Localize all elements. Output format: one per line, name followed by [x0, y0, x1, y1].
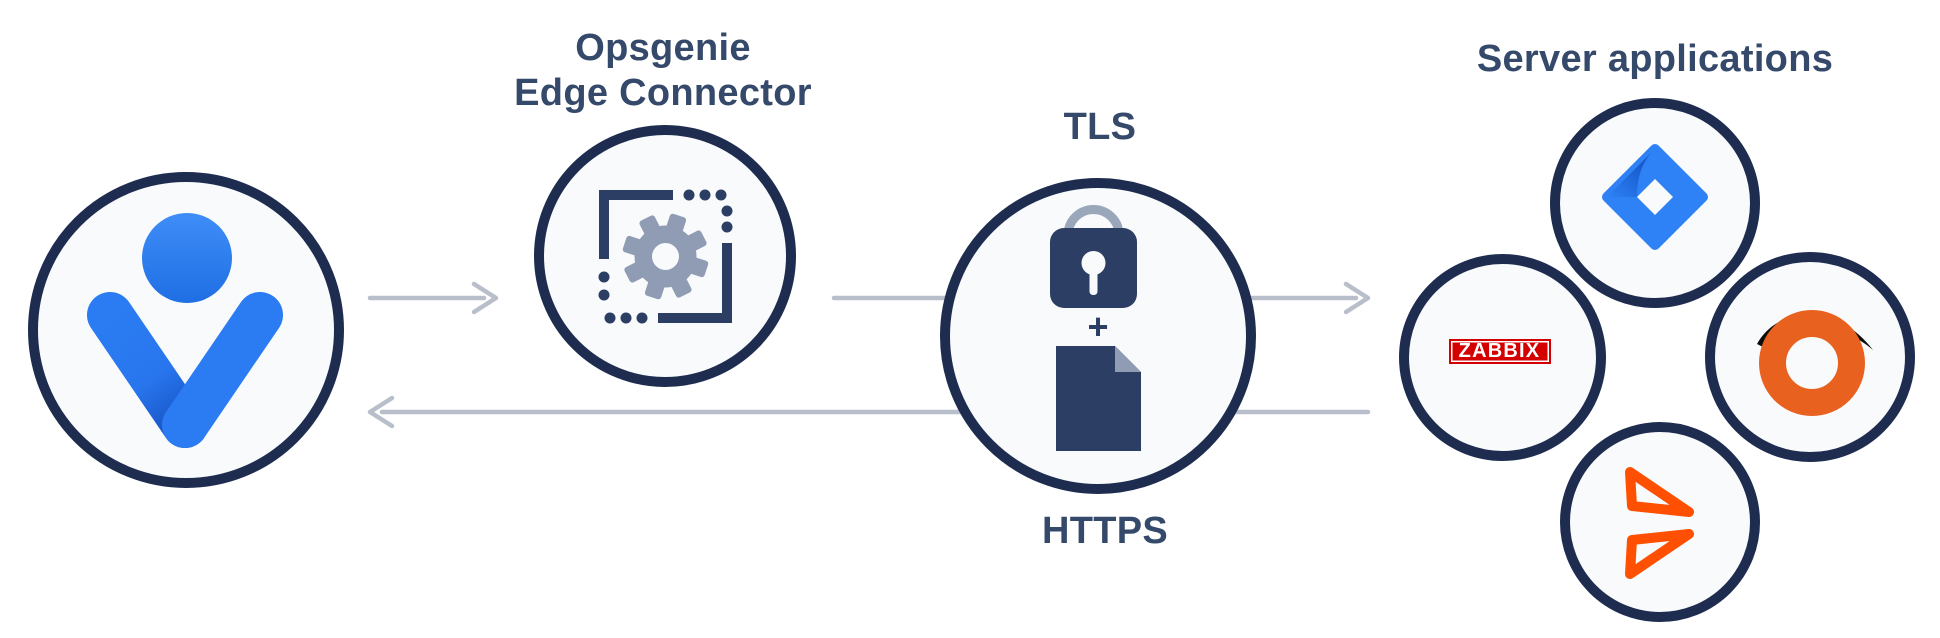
bmc-logo [1625, 467, 1694, 579]
opsview-logo [1757, 310, 1873, 416]
arrow-user-to-connector [367, 281, 499, 315]
user-node [28, 172, 344, 488]
server-app-opsview [1705, 252, 1915, 462]
edge-connector-label-line1: Opsgenie [575, 27, 751, 69]
https-label: HTTPS [1041, 510, 1169, 552]
opsgenie-user-icon [87, 213, 283, 448]
document-icon [1055, 346, 1141, 451]
jira-logo [1602, 144, 1708, 250]
plus-sign: + [1087, 306, 1109, 347]
zabbix-logo-text: ZABBIX [1458, 340, 1541, 362]
edge-connector-node [534, 125, 796, 387]
tls-label: TLS [1063, 106, 1137, 148]
lock-icon [1049, 205, 1137, 308]
edge-connector-label-line2: Edge Connector [514, 72, 812, 114]
server-app-zabbix: ZABBIX [1399, 254, 1606, 461]
gear-icon [622, 213, 708, 299]
edge-connector-label: Opsgenie Edge Connector [463, 26, 863, 116]
secure-channel-node: + [940, 178, 1256, 494]
arrow-tls-to-servers [1245, 281, 1371, 315]
server-app-jira [1550, 98, 1760, 308]
server-app-bmc [1560, 422, 1760, 622]
edge-connector-gear-icon [598, 189, 732, 323]
zabbix-logo: ZABBIX [1448, 339, 1551, 364]
server-applications-title: Server applications [1476, 38, 1834, 80]
